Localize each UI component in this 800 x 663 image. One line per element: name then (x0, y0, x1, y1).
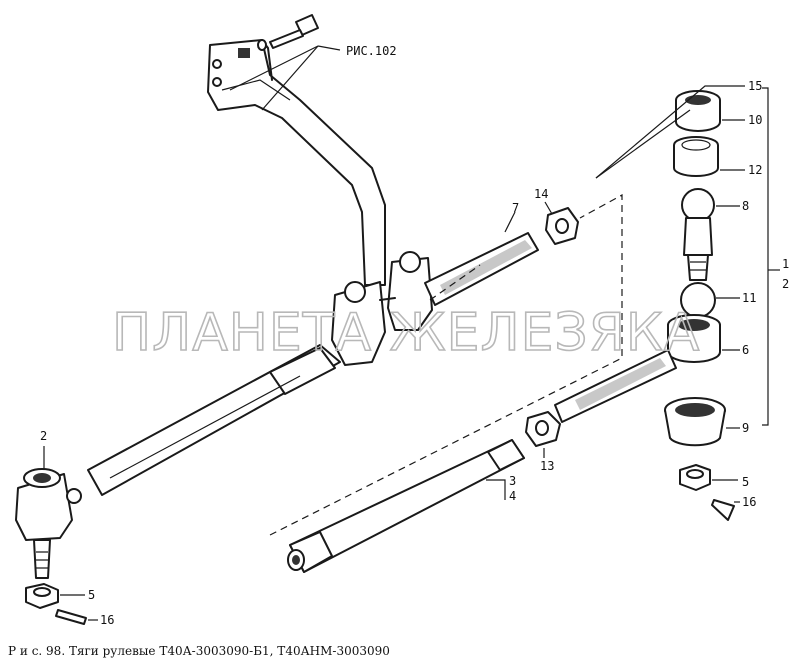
callout-6: 6 (742, 343, 749, 357)
cotter-pin-16-left (55, 609, 87, 625)
castle-nut-5-right (679, 464, 711, 491)
callout-3: 3 (509, 474, 516, 488)
ball-pin-8 (681, 188, 715, 281)
main-tie-rod (87, 344, 341, 496)
callout-7: 7 (512, 201, 519, 215)
callout-8: 8 (742, 199, 749, 213)
nut-14 (545, 207, 579, 245)
callout-5-left: 5 (88, 588, 95, 602)
callout-14: 14 (534, 187, 548, 201)
cotter-pin-16-right (711, 499, 735, 521)
callout-4: 4 (509, 489, 516, 503)
cover-9 (664, 397, 726, 447)
callout-2-right: 2 (782, 277, 789, 291)
callout-11: 11 (742, 291, 756, 305)
callout-13: 13 (540, 459, 554, 473)
ref-label-ris102: РИС.102 (346, 44, 397, 58)
callout-12: 12 (748, 163, 762, 177)
housing-6 (667, 314, 721, 363)
center-joint (331, 251, 433, 366)
figure-caption: Р и с. 98. Тяги рулевые Т40А-3003090-Б1,… (8, 644, 390, 658)
arm-bolt (257, 14, 319, 51)
nut-13 (525, 411, 561, 447)
callout-2-left: 2 (40, 429, 47, 443)
ring-10 (675, 90, 721, 132)
watermark-text: ПЛАНЕТА ЖЕЛЕЗЯКА (112, 303, 700, 363)
threaded-rod-6 (554, 349, 677, 423)
callout-9: 9 (742, 421, 749, 435)
callout-15: 15 (748, 79, 762, 93)
callout-10: 10 (748, 113, 762, 127)
castle-nut-5-left (25, 583, 59, 609)
tube-3-4 (287, 439, 525, 573)
callout-5-right: 5 (742, 475, 749, 489)
bushing-12 (673, 136, 719, 177)
threaded-rod-7 (424, 232, 539, 306)
callout-16-right: 16 (742, 495, 756, 509)
callout-1: 1 (782, 257, 789, 271)
steering-arm (207, 39, 386, 286)
callout-16-left: 16 (100, 613, 114, 627)
left-ball-joint (15, 468, 82, 579)
